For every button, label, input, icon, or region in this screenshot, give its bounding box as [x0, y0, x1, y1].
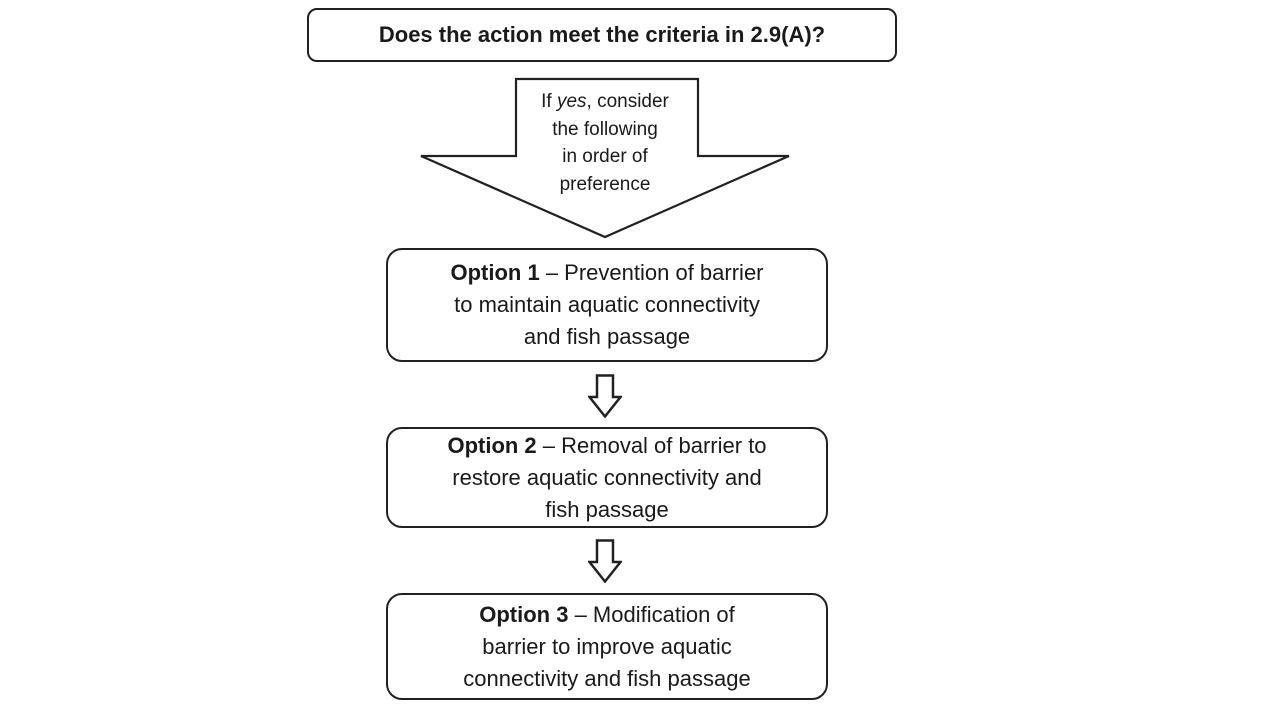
- arrow-label-line1-italic: yes: [556, 91, 587, 112]
- option-1-line3: and fish passage: [523, 324, 691, 349]
- option-1-title: Option 1: [450, 260, 540, 285]
- option-1-box: Option 1 – Prevention of barrier to main…: [386, 248, 828, 362]
- option-3-line3: connectivity and fish passage: [463, 665, 751, 691]
- option-3-title: Option 3: [479, 601, 569, 627]
- down-arrow-icon: [588, 374, 622, 418]
- arrow-label-line3: in order of: [562, 146, 648, 167]
- option-1-line1-rest: – Prevention of barrier: [539, 260, 764, 285]
- option-2-title: Option 2: [447, 432, 537, 458]
- arrow-label-line2: the following: [552, 118, 658, 140]
- arrow-label-line1-prefix: If: [541, 91, 557, 112]
- question-text: Does the action meet the criteria in 2.9…: [378, 22, 826, 47]
- down-arrow-icon: [588, 539, 622, 583]
- arrow-label-line1: If yes, consider: [505, 88, 705, 116]
- option-2-box: Option 2 – Removal of barrier to restore…: [386, 427, 828, 528]
- option-3-box: Option 3 – Modification of barrier to im…: [386, 593, 828, 700]
- option-1-line1: Option 1 – Prevention of barrier: [451, 257, 764, 289]
- arrow-label-line4: preference: [559, 173, 651, 195]
- option-3-line1: Option 3 – Modification of: [479, 599, 735, 631]
- arrow-label-line1-suffix: , consider: [586, 91, 669, 112]
- option-2-line3: fish passage: [545, 496, 669, 522]
- option-2-line2: restore aquatic connectivity and: [452, 464, 762, 490]
- option-1-line2: to maintain aquatic connectivity: [454, 292, 760, 317]
- option-3-line1-rest: – Modification of: [568, 601, 735, 627]
- option-3-line2: barrier to improve aquatic: [482, 633, 732, 659]
- big-down-arrow-icon: [420, 77, 790, 239]
- arrow-label: If yes, consider the following in order …: [505, 88, 705, 198]
- question-box: Does the action meet the criteria in 2.9…: [307, 8, 897, 62]
- option-2-line1: Option 2 – Removal of barrier to: [447, 430, 766, 462]
- option-2-line1-rest: – Removal of barrier to: [536, 432, 767, 458]
